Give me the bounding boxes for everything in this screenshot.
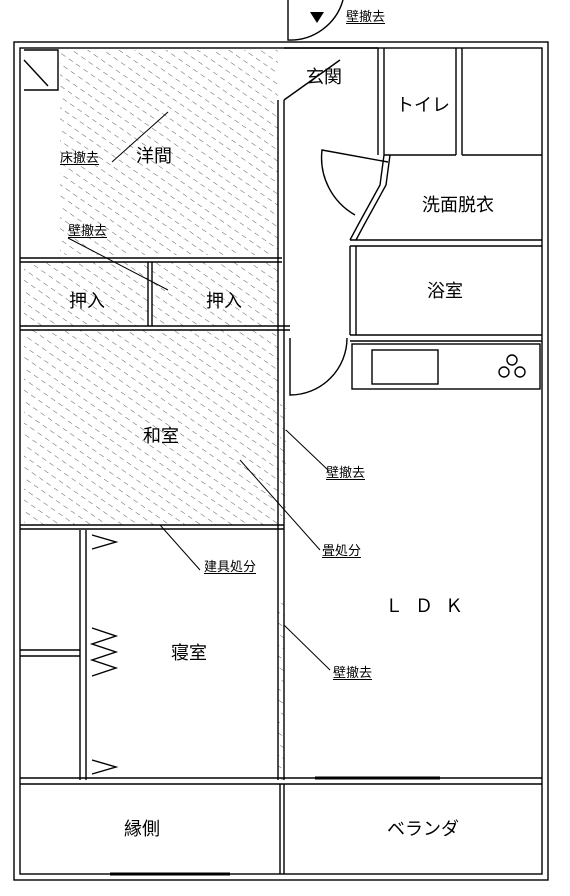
room-ldk: ＬＤＫ — [385, 596, 475, 617]
leader-fixture — [159, 524, 201, 571]
annotation-wall-removal-shinshitsu: 壁撤去 — [333, 666, 373, 681]
ldk-door-swing — [289, 337, 348, 396]
room-senmen: 洗面脱衣 — [422, 195, 494, 216]
door-zigzag-3 — [91, 759, 119, 775]
room-engawa: 縁側 — [124, 819, 160, 840]
corner-notch-diag — [23, 59, 49, 87]
door-zigzag-2 — [89, 627, 119, 677]
stove-burner-3 — [506, 354, 518, 366]
oshiire-hatch-left — [24, 262, 148, 326]
senmen-door-swing — [320, 149, 389, 216]
stove-burner-1 — [498, 366, 510, 378]
annotation-floor-removal: 床撤去 — [60, 151, 100, 166]
entrance-step — [283, 59, 341, 101]
kitchen-sink — [371, 349, 439, 385]
wall-senmen-left-2 — [355, 154, 391, 241]
leader-yoma — [111, 111, 169, 163]
room-oshiire-right: 押入 — [206, 291, 242, 312]
annotation-tatami-disposal: 畳処分 — [322, 544, 362, 559]
door-zigzag-1 — [91, 534, 119, 550]
leader-tatami — [239, 459, 321, 551]
outer-wall — [13, 41, 549, 881]
kitchen-counter — [351, 343, 541, 390]
leader-washitsu — [285, 429, 329, 471]
leader-shinshitsu — [283, 624, 331, 671]
wall-senmen-left — [349, 154, 385, 241]
room-oshiire-left: 押入 — [69, 291, 105, 312]
oshiire-hatch-right — [152, 262, 278, 326]
entrance-arrow-icon — [310, 12, 324, 23]
floor-removal-hatch — [60, 50, 278, 255]
room-toilet: トイレ — [396, 95, 450, 116]
room-genkan: 玄関 — [306, 67, 342, 88]
annotation-wall-removal-oshiire: 壁撤去 — [68, 224, 108, 239]
annotation-wall-removal-top: 壁撤去 — [346, 10, 386, 25]
room-washitsu: 和室 — [143, 426, 179, 447]
leader-oshiire — [67, 237, 169, 291]
annotation-fixture-disposal: 建具処分 — [204, 560, 257, 575]
corner-notch — [24, 49, 59, 91]
stove-burner-2 — [514, 366, 526, 378]
room-shinshitsu: 寝室 — [171, 643, 207, 664]
room-yoma: 洋間 — [136, 146, 172, 167]
room-veranda: ベランダ — [387, 819, 459, 840]
washitsu-wall-hatch — [280, 400, 286, 525]
annotation-wall-removal-washitsu: 壁撤去 — [326, 466, 366, 481]
entrance-door-swing — [287, 0, 344, 41]
outer-wall-inner — [19, 47, 543, 875]
washitsu-hatch — [24, 330, 279, 525]
room-yokushitsu: 浴室 — [427, 281, 463, 302]
shinshitsu-wall-hatch — [278, 595, 284, 780]
